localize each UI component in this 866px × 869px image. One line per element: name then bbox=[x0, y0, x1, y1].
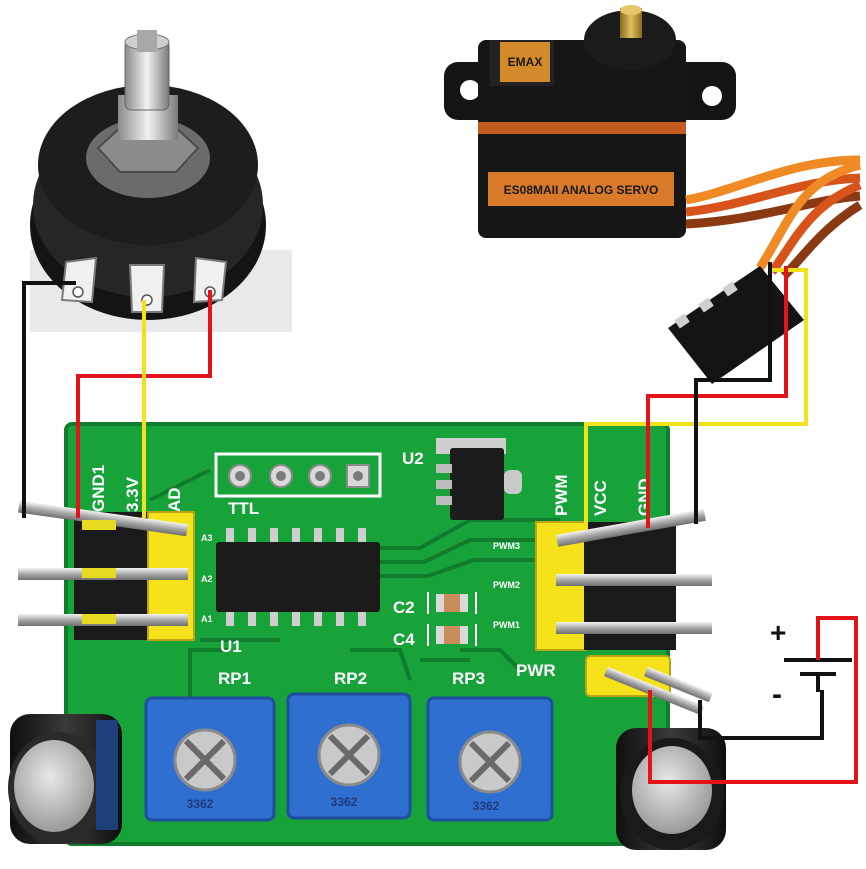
right-row-label-pwm2: PWM2 bbox=[493, 580, 520, 590]
trimpot-rp2: 3362 bbox=[286, 692, 412, 820]
battery-minus-label: - bbox=[772, 678, 782, 711]
wire-pwr-positive bbox=[648, 616, 858, 784]
rp3-label: RP3 bbox=[452, 669, 485, 688]
potentiometer-icon bbox=[30, 30, 292, 332]
right-header-label-vcc: VCC bbox=[591, 480, 610, 516]
pot-lug-left bbox=[60, 256, 98, 304]
capacitor-icon bbox=[8, 714, 122, 844]
left-row-label-a2: A2 bbox=[201, 574, 213, 584]
left-header-label-ad: AD bbox=[165, 487, 184, 512]
left-pins bbox=[17, 500, 188, 626]
servo-motor-icon: EMAX ES08MAII ANALOG SERVO bbox=[444, 5, 736, 238]
servo-brand-label: EMAX bbox=[508, 55, 543, 69]
right-row-label-pwm3: PWM3 bbox=[493, 541, 520, 551]
rp2-code: 3362 bbox=[331, 795, 358, 809]
ic-chip-icon bbox=[216, 528, 380, 626]
servo-connector bbox=[668, 266, 804, 384]
rp1-code: 3362 bbox=[187, 797, 214, 811]
rp3-code: 3362 bbox=[473, 799, 500, 813]
ttl-header-outline bbox=[214, 452, 382, 498]
pot-lug-right bbox=[192, 256, 228, 304]
capacitor-right bbox=[616, 728, 726, 850]
u1-label: U1 bbox=[220, 637, 242, 656]
u2-label: U2 bbox=[402, 449, 424, 468]
right-pins bbox=[556, 508, 712, 634]
servo-model-label: ES08MAII ANALOG SERVO bbox=[504, 183, 659, 197]
left-header-label-3v3: 3.3V bbox=[123, 476, 142, 512]
ttl-label: TTL bbox=[228, 499, 259, 518]
left-row-label-a1: A1 bbox=[201, 614, 213, 624]
left-pin-header bbox=[17, 500, 195, 641]
right-pin-header bbox=[535, 508, 713, 716]
c4-label: C4 bbox=[393, 630, 415, 649]
servo-cable bbox=[685, 155, 863, 280]
smd-capacitors bbox=[427, 592, 477, 646]
c2-label: C2 bbox=[393, 598, 415, 617]
wire-servo-pwm bbox=[584, 268, 808, 530]
right-header-label-gnd: GND bbox=[635, 478, 654, 516]
battery-icon: + - bbox=[770, 617, 852, 711]
pcb-board: TTL U2 U1 C2 C4 bbox=[64, 422, 670, 846]
right-header-label-pwm: PWM bbox=[552, 474, 571, 516]
wire-servo-vcc bbox=[646, 266, 788, 528]
pwr-label: PWR bbox=[516, 661, 556, 680]
left-header-label-gnd1: GND1 bbox=[89, 465, 108, 512]
wire-servo-gnd bbox=[694, 262, 772, 524]
rp2-label: RP2 bbox=[334, 669, 367, 688]
wire-pwr-negative bbox=[698, 690, 824, 740]
rp1-label: RP1 bbox=[218, 669, 251, 688]
ttl-pads bbox=[228, 464, 370, 488]
right-row-label-pwm1: PWM1 bbox=[493, 620, 520, 630]
trimpot-rp1: 3362 bbox=[144, 696, 276, 822]
battery-plus-label: + bbox=[770, 617, 786, 648]
regulator-icon bbox=[436, 438, 522, 520]
left-row-label-a3: A3 bbox=[201, 533, 213, 543]
wires bbox=[22, 262, 858, 784]
trimpot-rp3: 3362 bbox=[426, 696, 554, 822]
pcb-traces bbox=[149, 468, 560, 700]
pot-lug-center bbox=[128, 264, 166, 313]
wire-pot-gnd bbox=[22, 281, 76, 518]
